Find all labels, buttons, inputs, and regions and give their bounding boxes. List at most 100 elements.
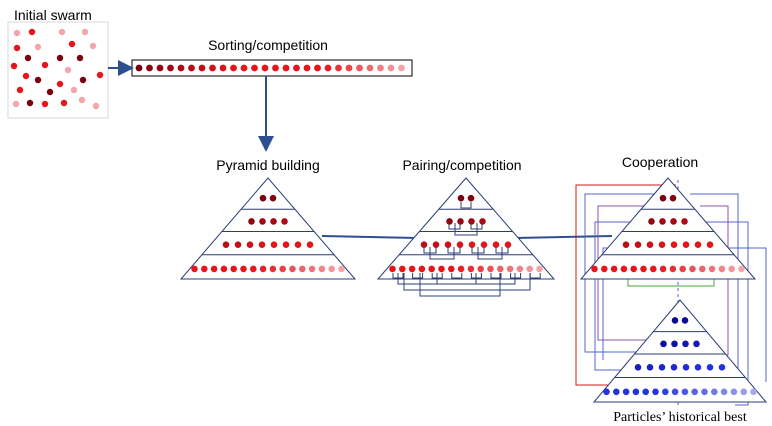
- pairing-bracket: [460, 202, 472, 209]
- particle-dot: [259, 265, 267, 273]
- particle-dot: [269, 265, 277, 273]
- particle-dot: [338, 265, 345, 273]
- particle-dot: [428, 265, 436, 273]
- particle-dot: [34, 76, 42, 84]
- particle-dot: [270, 218, 277, 225]
- pyramid-outline: [579, 177, 757, 280]
- particle-dot: [209, 64, 216, 72]
- particle-dot: [718, 265, 726, 273]
- particle-dot: [234, 241, 242, 248]
- particle-dot: [387, 64, 395, 72]
- connector-pairing-to-cooperation: [514, 235, 613, 239]
- particle-dot: [694, 364, 702, 371]
- particle-dot: [219, 64, 227, 72]
- particle-dot: [13, 29, 21, 37]
- pyramid-outline: [592, 299, 768, 403]
- particle-dot: [487, 265, 494, 273]
- particle-dot: [632, 388, 640, 396]
- particle-dot: [468, 241, 476, 248]
- particle-dot: [480, 241, 488, 248]
- particle-dot: [328, 265, 336, 273]
- particle-dot: [22, 72, 30, 80]
- particle-dot: [79, 76, 87, 84]
- particle-dot: [68, 40, 76, 48]
- particle-dot: [444, 241, 452, 248]
- particle-dot: [408, 265, 416, 273]
- particle-dot: [701, 388, 708, 396]
- particle-dot: [506, 265, 514, 273]
- particle-dot: [682, 340, 689, 348]
- particle-dot: [492, 241, 500, 248]
- particle-dot: [671, 388, 679, 396]
- label-pairing-competition: Pairing/competition: [402, 157, 521, 173]
- particle-dot: [679, 265, 686, 273]
- particle-dot: [96, 71, 104, 79]
- particle-dot: [646, 364, 654, 371]
- particle-dot: [24, 54, 32, 62]
- particle-dot: [58, 28, 66, 36]
- particle-dot: [41, 61, 49, 69]
- pairing-bracket: [412, 273, 424, 279]
- particle-dot: [259, 218, 266, 225]
- particle-dot: [446, 218, 453, 225]
- particle-dot: [56, 80, 64, 88]
- particle-dot: [740, 388, 747, 396]
- particle-dot: [146, 64, 153, 72]
- particle-dot: [279, 265, 287, 273]
- pairing-bracket: [429, 247, 455, 260]
- particle-dot: [356, 64, 363, 72]
- particle-dot: [259, 194, 267, 202]
- particle-dot: [658, 241, 666, 248]
- particle-dot: [294, 241, 302, 248]
- particle-dot: [167, 64, 174, 72]
- particle-dot: [240, 265, 247, 273]
- particle-dot: [457, 194, 465, 202]
- particle-dot: [670, 218, 677, 225]
- particle-dot: [308, 265, 316, 273]
- particle-dot: [282, 241, 290, 248]
- particle-dot: [738, 265, 745, 273]
- particle-dot: [261, 64, 269, 72]
- particle-dot: [728, 265, 735, 273]
- label-sorting-competition: Sorting/competition: [208, 37, 328, 53]
- particle-dot: [640, 265, 647, 273]
- particle-dot: [669, 194, 677, 202]
- particle-dot: [642, 388, 649, 396]
- particle-dot: [659, 265, 667, 273]
- particle-dot: [210, 265, 218, 273]
- particle-dot: [293, 64, 300, 72]
- connector-pyramid-to-pairing: [321, 235, 419, 239]
- particle-dot: [250, 265, 257, 273]
- particle-dot: [620, 265, 628, 273]
- particle-dot: [711, 388, 718, 396]
- particle-dot: [420, 241, 428, 248]
- particle-dot: [281, 218, 288, 225]
- particle-dot: [708, 265, 716, 273]
- particle-dot: [191, 265, 198, 273]
- particle-dot: [456, 241, 464, 248]
- particle-dot: [248, 218, 255, 225]
- label-historical-best: Particles’ historical best: [613, 410, 747, 425]
- particle-dot: [468, 218, 475, 225]
- sorted-particles: [135, 64, 405, 72]
- particle-dot: [272, 64, 279, 72]
- particle-dot: [282, 64, 290, 72]
- particle-dot: [662, 388, 669, 396]
- pairing-bracket: [451, 273, 463, 279]
- particle-dot: [135, 64, 143, 72]
- particle-dot: [479, 218, 486, 225]
- particle-dot: [26, 99, 34, 107]
- particle-dot: [610, 265, 618, 273]
- particle-dot: [671, 317, 679, 324]
- particle-dot: [398, 64, 405, 72]
- particle-dot: [706, 241, 714, 248]
- particle-dot: [681, 317, 689, 324]
- particle-dot: [591, 265, 598, 273]
- pairing-brackets: [392, 202, 541, 297]
- particle-dot: [720, 388, 728, 396]
- particle-dot: [258, 241, 266, 248]
- particle-dot: [240, 64, 248, 72]
- particle-dot: [650, 265, 657, 273]
- particle-dot: [201, 265, 208, 273]
- particle-dot: [318, 265, 326, 273]
